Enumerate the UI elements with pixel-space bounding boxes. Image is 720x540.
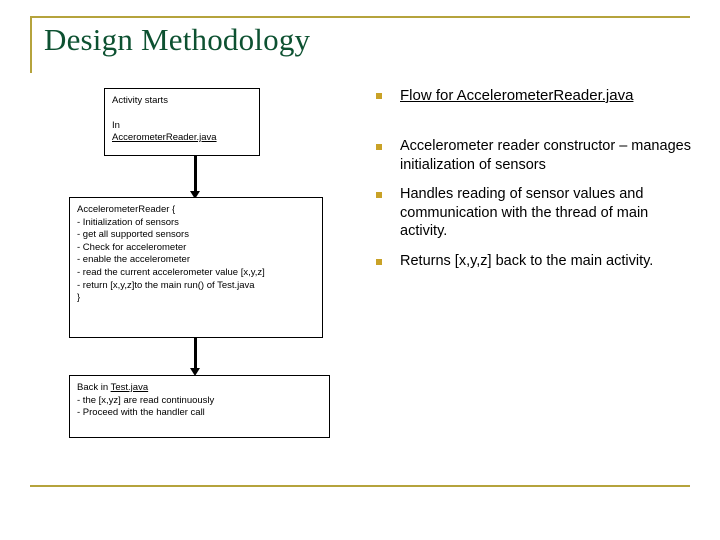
bullet-list: Flow for AccelerometerReader.java Accele… (376, 86, 696, 281)
arrow-start-to-reader (190, 156, 200, 199)
flowchart: Activity starts In AccerometerReader.jav… (69, 88, 330, 438)
square-bullet-icon (376, 144, 382, 150)
reader-line-7: - return [x,y,z]to the main run() of Tes… (77, 279, 255, 291)
bullet-label-constructor: Accelerometer reader constructor – manag… (400, 138, 691, 173)
bullet-label-returns-xyz: Returns [x,y,z] back to the main activit… (400, 252, 654, 269)
arrow-reader-to-back (190, 338, 200, 376)
list-item: Handles reading of sensor values and com… (376, 185, 696, 241)
reader-line-5: - enable the accelerometer (77, 254, 191, 266)
reader-line-3: - get all supported sensors (77, 229, 189, 241)
test-java-link: Test.java (110, 382, 149, 393)
activity-start-line-3: In (112, 119, 120, 131)
back-line-3: - Proceed with the handler call (77, 407, 205, 419)
list-item: Flow for AccelerometerReader.java (376, 86, 696, 105)
activity-start-spacer (112, 108, 252, 120)
square-bullet-icon (376, 93, 382, 99)
back-line-2: - the [x,yz] are read continuously (77, 394, 215, 406)
list-item: Returns [x,y,z] back to the main activit… (376, 252, 696, 271)
activity-start-box: Activity starts In AccerometerReader.jav… (104, 88, 260, 156)
square-bullet-icon (376, 192, 382, 198)
square-bullet-icon (376, 258, 382, 265)
reader-line-2: - Initialization of sensors (77, 216, 179, 228)
slide-left-rule (30, 16, 32, 73)
reader-line-1: AccelerometerReader { (77, 204, 176, 215)
accelerometer-reader-box: AccelerometerReader { - Initialization o… (69, 197, 323, 338)
reader-line-8: } (77, 292, 81, 304)
list-item: Accelerometer reader constructor – manag… (376, 137, 696, 174)
slide-top-rule (30, 16, 690, 18)
activity-start-line-1: Activity starts (112, 95, 168, 106)
back-in-test-box: Back in Test.java - the [x,yz] are read … (69, 375, 330, 438)
reader-line-6: - read the current accelerometer value [… (77, 266, 265, 278)
bullet-label-flow-for: Flow for AccelerometerReader.java (400, 87, 634, 104)
page-title: Design Methodology (44, 22, 311, 57)
reader-line-4: - Check for accelerometer (77, 241, 187, 253)
accerometer-reader-java-link: AccerometerReader.java (112, 132, 217, 144)
back-line-1: Back in Test.java (77, 382, 322, 395)
slide-bottom-rule (30, 485, 690, 487)
bullet-label-handles-reading: Handles reading of sensor values and com… (400, 186, 649, 239)
back-line-1-prefix: Back in (77, 382, 111, 393)
